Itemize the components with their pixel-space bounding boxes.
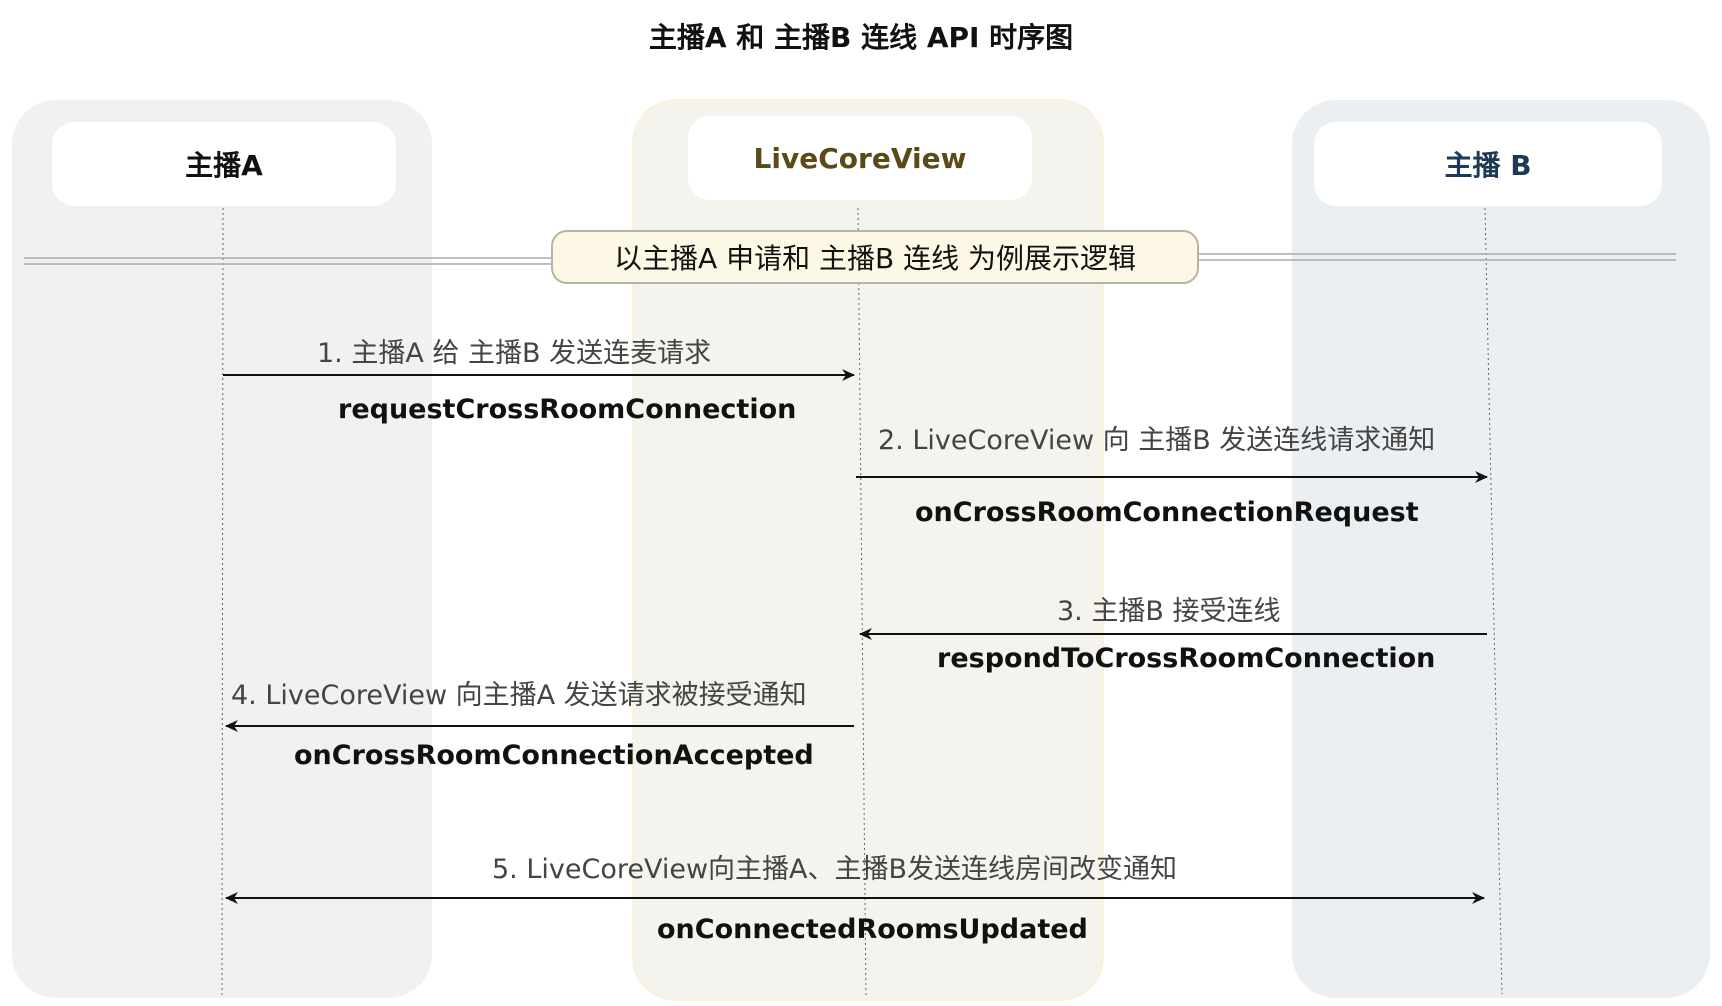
message-4-api: onCrossRoomConnectionAccepted: [294, 740, 814, 771]
message-1-label: 1. 主播A 给 主播B 发送连麦请求: [317, 338, 712, 369]
message-4-label: 4. LiveCoreView 向主播A 发送请求被接受通知: [231, 680, 807, 711]
lane-anchor-b: [1292, 100, 1710, 998]
diagram-title: 主播A 和 主播B 连线 API 时序图: [648, 21, 1074, 54]
lifeline-anchor-a: [221, 207, 224, 999]
participant-livecoreview: LiveCoreView: [688, 116, 1032, 200]
message-1-api: requestCrossRoomConnection: [338, 394, 797, 425]
message-2-label: 2. LiveCoreView 向 主播B 发送连线请求通知: [878, 425, 1436, 456]
message-5-api: onConnectedRoomsUpdated: [657, 914, 1088, 945]
message-2-api: onCrossRoomConnectionRequest: [915, 497, 1419, 528]
message-5-label: 5. LiveCoreView向主播A、主播B发送连线房间改变通知: [492, 854, 1178, 885]
participant-anchor-b: 主播 B: [1314, 122, 1662, 206]
participant-anchor-a: 主播A: [52, 122, 396, 206]
lifeline-anchor-b: [1484, 207, 1503, 995]
lifeline-livecoreview: [857, 207, 867, 999]
context-banner: 以主播A 申请和 主播B 连线 为例展示逻辑: [551, 230, 1199, 284]
message-3-api: respondToCrossRoomConnection: [937, 643, 1436, 674]
message-3-label: 3. 主播B 接受连线: [1057, 596, 1281, 627]
